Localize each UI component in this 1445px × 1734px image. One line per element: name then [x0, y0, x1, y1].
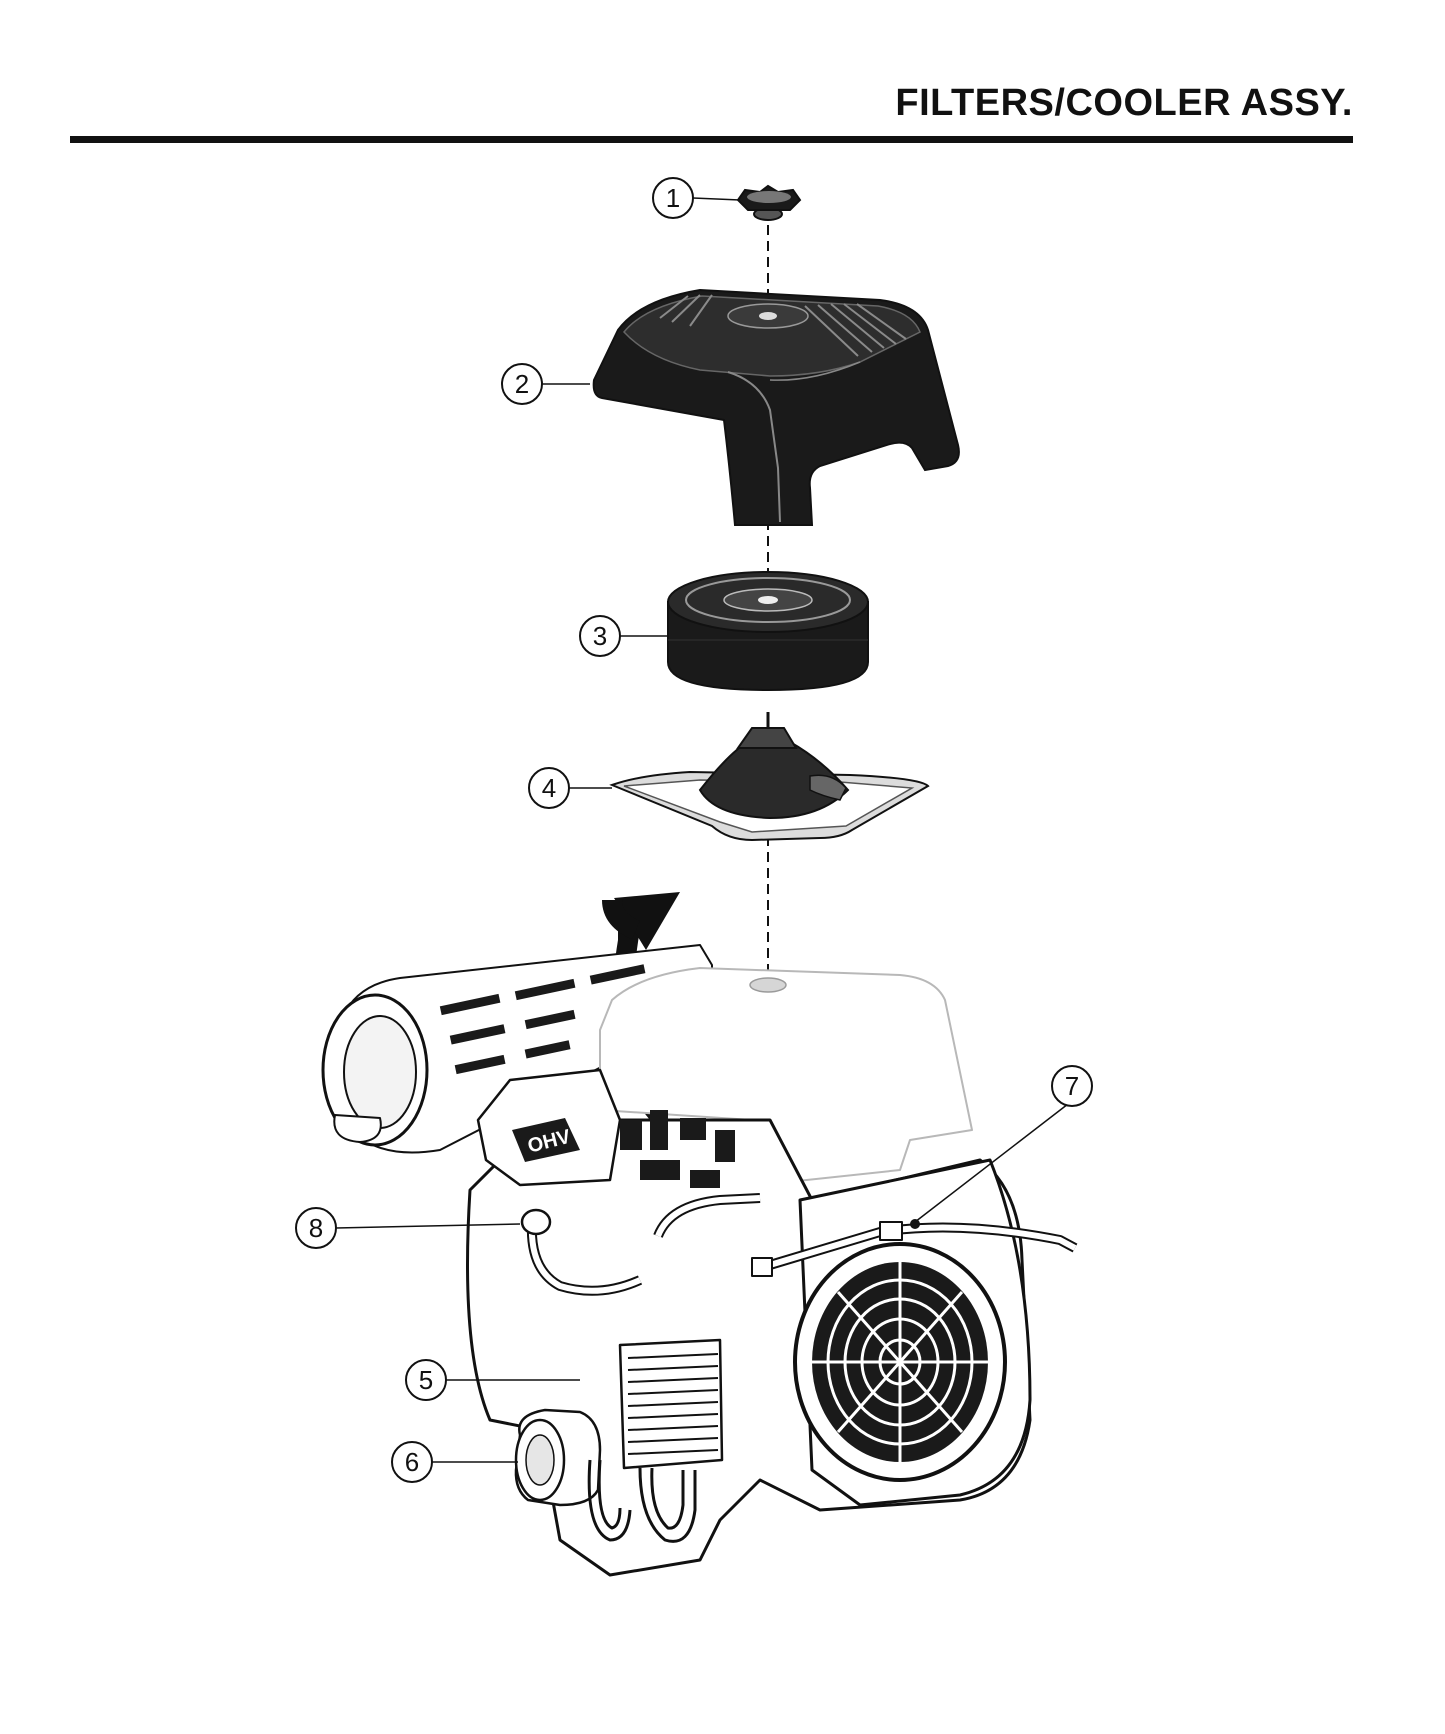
air-filter-element-icon: [667, 571, 869, 692]
callout-7: 7: [914, 1065, 1093, 1223]
air-cleaner-base-icon: [609, 712, 930, 842]
callout-4-label: 4: [542, 773, 556, 803]
callout-3: 3: [579, 615, 667, 657]
callout-2: 2: [501, 363, 590, 405]
engine-assembly: OHV: [321, 944, 1078, 1577]
callout-4: 4: [528, 767, 612, 809]
callout-8-label: 8: [309, 1213, 323, 1243]
knob-icon: [736, 184, 802, 221]
callout-5-label: 5: [419, 1365, 433, 1395]
callout-6: 6: [391, 1441, 518, 1483]
header-rule: [70, 136, 1353, 143]
callout-8: 8: [295, 1207, 521, 1249]
callout-6-label: 6: [405, 1447, 419, 1477]
air-cleaner-cover-icon: [592, 288, 960, 526]
callout-5: 5: [405, 1359, 580, 1401]
callout-2-label: 2: [515, 369, 529, 399]
callout-1-label: 1: [666, 183, 680, 213]
callout-3-label: 3: [593, 621, 607, 651]
page-title: FILTERS/COOLER ASSY.: [895, 82, 1353, 124]
callout-7-label: 7: [1065, 1071, 1079, 1101]
callout-1: 1: [652, 177, 741, 219]
